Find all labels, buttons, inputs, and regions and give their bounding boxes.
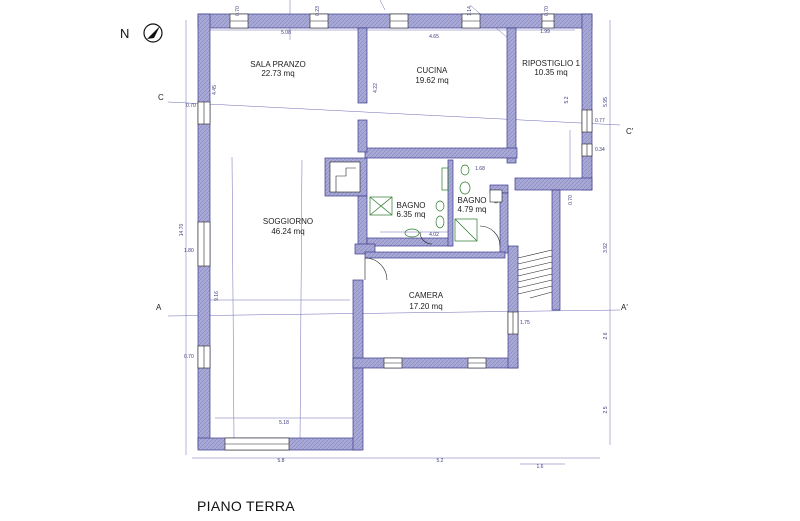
svg-text:4.45: 4.45 (212, 85, 218, 95)
svg-text:1.75: 1.75 (520, 320, 530, 326)
north-label: N (120, 26, 129, 41)
windows (197, 13, 593, 451)
svg-text:5.08: 5.08 (281, 30, 291, 36)
svg-text:0.70: 0.70 (544, 6, 550, 16)
svg-text:1.68: 1.68 (475, 166, 485, 172)
section-a-right: A' (621, 303, 628, 312)
svg-text:4.22: 4.22 (373, 83, 379, 93)
svg-text:0.70: 0.70 (186, 103, 196, 109)
svg-text:5.95: 5.95 (603, 97, 609, 107)
room-area-ripostiglio: 10.35 mq (534, 68, 567, 77)
svg-text:1.99: 1.99 (540, 29, 550, 35)
section-a-left: A (156, 303, 162, 312)
svg-text:0.77: 0.77 (595, 118, 605, 124)
room-area-cucina: 19.62 mq (415, 76, 448, 85)
section-c-right: C' (626, 127, 634, 136)
svg-text:0.70: 0.70 (568, 195, 574, 205)
svg-text:0.23: 0.23 (315, 6, 321, 16)
svg-text:2.5: 2.5 (603, 406, 609, 413)
svg-text:4.02: 4.02 (429, 232, 439, 238)
svg-text:4.65: 4.65 (429, 34, 439, 40)
svg-text:1.6: 1.6 (537, 464, 544, 470)
room-area-bagno-2: 4.79 mq (458, 205, 487, 214)
svg-text:14.70: 14.70 (179, 224, 185, 237)
svg-text:1.14: 1.14 (467, 6, 473, 16)
svg-text:2.6: 2.6 (603, 332, 609, 339)
room-name-camera: CAMERA (409, 291, 444, 300)
dimension-labels: 5.08 4.65 1.99 5.18 5.8 5.2 1.6 1.68 4.0… (179, 6, 609, 470)
svg-text:5.18: 5.18 (279, 420, 289, 426)
room-name-soggiorno: SOGGIORNO (263, 217, 313, 226)
room-name-ripostiglio: RIPOSTIGLIO 1 (522, 59, 580, 68)
door-swings (364, 225, 501, 281)
svg-text:0.34: 0.34 (595, 147, 605, 153)
guide-lines (167, 0, 621, 465)
svg-text:0.70: 0.70 (235, 6, 241, 16)
svg-text:0.70: 0.70 (184, 354, 194, 360)
room-name-bagno-2: BAGNO (458, 196, 487, 205)
room-area-sala-pranzo: 22.73 mq (261, 69, 294, 78)
svg-text:9.16: 9.16 (214, 291, 220, 301)
svg-text:3.92: 3.92 (603, 243, 609, 253)
stairs (329, 161, 553, 299)
svg-text:5.2: 5.2 (564, 96, 570, 103)
room-name-cucina: CUCINA (417, 66, 448, 75)
room-area-soggiorno: 46.24 mq (271, 227, 304, 236)
svg-text:5.8: 5.8 (278, 458, 285, 464)
plan-caption: PIANO TERRA (197, 498, 295, 514)
room-area-bagno-1: 6.35 mq (397, 210, 426, 219)
room-name-sala-pranzo: SALA PRANZO (250, 60, 306, 69)
room-name-bagno-1: BAGNO (397, 201, 426, 210)
room-area-camera: 17.20 mq (409, 302, 442, 311)
north-arrow-icon (143, 23, 163, 43)
svg-text:1.80: 1.80 (184, 248, 194, 254)
svg-text:5.2: 5.2 (437, 458, 444, 464)
section-c-left: C (158, 93, 164, 102)
